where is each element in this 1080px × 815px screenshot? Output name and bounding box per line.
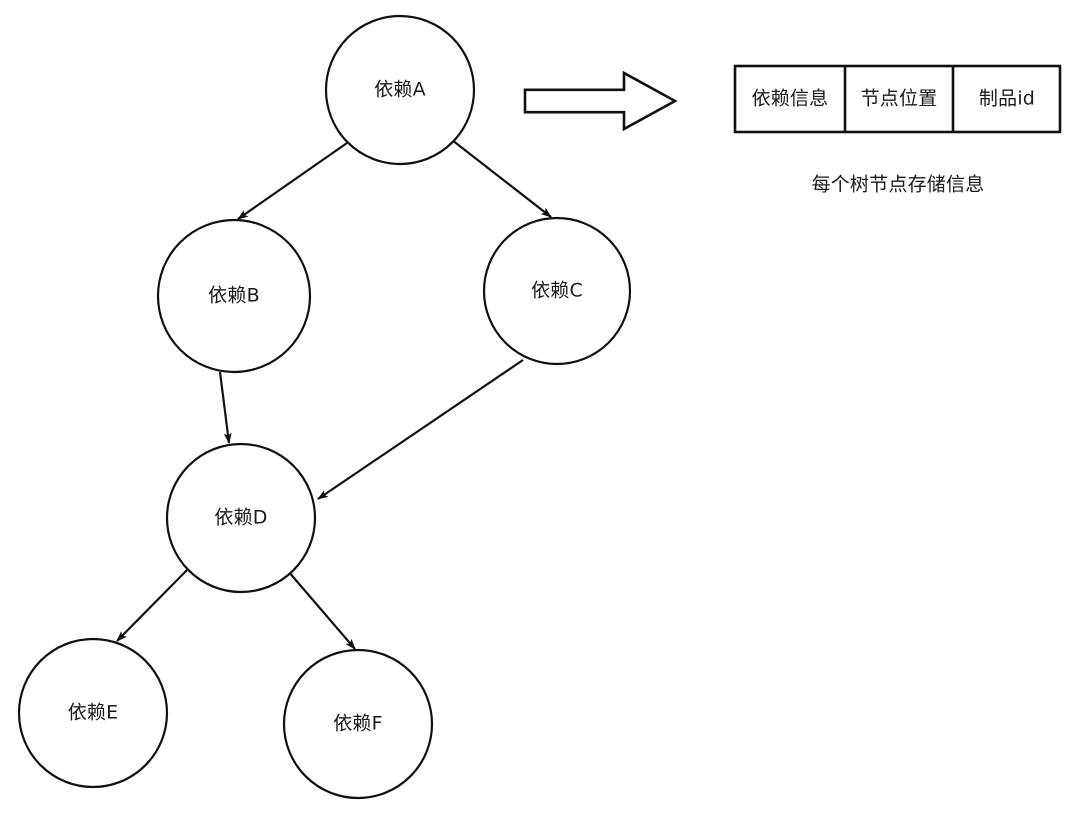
node-circle-b[interactable] [156,218,312,374]
nodes-layer [17,14,632,800]
node-circle-c[interactable] [482,216,632,366]
block-arrow-layer [523,70,678,132]
edge-d-to-f [287,570,356,650]
edges-layer [116,139,552,650]
edge-b-to-d [218,371,232,444]
edge-a-to-b [237,142,348,220]
node-circle-f[interactable] [282,648,434,800]
edge-c-to-d [317,359,524,500]
node-circle-d[interactable] [165,442,317,594]
edge-a-to-c [451,139,552,218]
info-table-layer [733,64,1062,134]
node-circle-e[interactable] [17,637,169,789]
edge-d-to-e [116,566,191,642]
info-table-border [733,64,1062,134]
right-block-arrow [523,70,678,132]
node-circle-a[interactable] [324,14,476,166]
